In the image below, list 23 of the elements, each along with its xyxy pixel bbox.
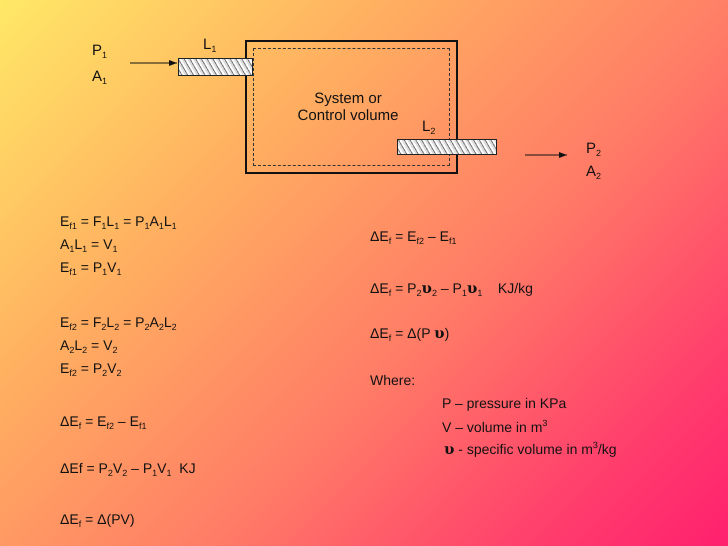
area-label: A$_{1}$: [92, 68, 108, 88]
equation-text: ΔE$_{f}$ = P$_{2}$υ$_{2}$ – P$_{1}$υ$_{1}$ KJ/kg: [370, 280, 533, 300]
equation-text: A$_{1}$L$_{1}$ = V$_{1}$: [60, 236, 118, 256]
area-label: A$_{2}$: [586, 163, 602, 183]
equation-text: E$_{f2}$ = F$_{2}$L$_{2}$ = P$_{2}$A$_{2}$L$_{2}$: [60, 314, 177, 334]
pressure-label: P$_{1}$: [92, 42, 108, 62]
definition-text: P – pressure in KPa: [442, 395, 566, 412]
pressure-label: P$_{2}$: [586, 140, 602, 160]
equation-text: ΔE$_{f}$ = Δ(P υ): [370, 325, 450, 345]
equation-text: E$_{f1}$ = F$_{1}$L$_{1}$ = P$_{1}$A$_{1}$L$_{1}$: [60, 213, 177, 233]
equation-text: A$_{2}$L$_{2}$ = V$_{2}$: [60, 337, 118, 357]
note-heading: Where:: [370, 372, 416, 389]
length-label: L$_{1}$: [203, 36, 216, 56]
definition-text: V – volume in m$^{3}$: [442, 417, 548, 436]
equation-text: E$_{f2}$ = P$_{2}$V$_{2}$: [60, 360, 122, 380]
equation-text: ΔE$_{f}$ = E$_{f2}$ – E$_{f1}$: [60, 413, 146, 433]
equation-text: ΔEf = P$_{2}$V$_{2}$ – P$_{1}$V$_{1}$ KJ: [60, 460, 196, 480]
length-label: L$_{2}$: [422, 118, 436, 138]
equation-text: ΔE$_{f}$ = Δ(PV): [60, 511, 135, 531]
definition-text: υ - specific volume in m$^{3}$/kg: [444, 439, 617, 458]
equation-text: E$_{f1}$ = P$_{1}$V$_{1}$: [60, 259, 122, 279]
system-label: System or Control volume: [296, 90, 400, 124]
equation-text: ΔE$_{f}$ = E$_{f2}$ – E$_{f1}$: [370, 228, 456, 248]
